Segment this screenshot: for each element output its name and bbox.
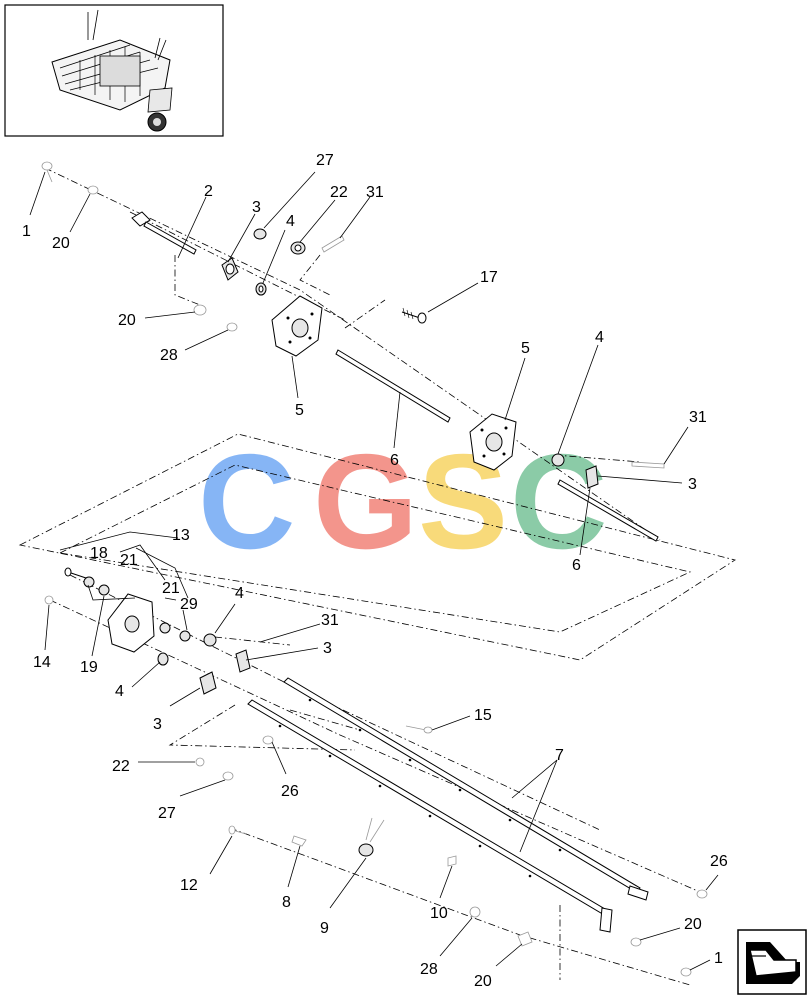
assembly-outline — [18, 254, 736, 980]
leader-lines — [29, 171, 719, 971]
bolt-1-lower[interactable] — [680, 967, 692, 977]
overview-thumbnail[interactable] — [4, 4, 224, 137]
tine-9[interactable] — [358, 817, 385, 857]
tine-clip-8[interactable] — [291, 835, 307, 847]
callout-20[interactable]: 20 — [118, 312, 136, 329]
washer-20-lower-right[interactable] — [630, 937, 642, 947]
callout-28[interactable]: 28 — [420, 961, 438, 978]
pin-31-top[interactable] — [321, 235, 345, 253]
bearing-flange-3-top[interactable] — [221, 257, 239, 281]
callout-4[interactable]: 4 — [115, 683, 124, 700]
callout-4[interactable]: 4 — [595, 329, 604, 346]
washer-19[interactable] — [98, 584, 110, 596]
nut-26-right[interactable] — [696, 889, 708, 899]
shaft-2[interactable] — [131, 211, 197, 255]
flange-3-lower-right[interactable] — [235, 649, 251, 673]
long-shaft-6[interactable] — [335, 349, 659, 542]
bearing-plate-5-right[interactable] — [469, 413, 517, 471]
callout-20[interactable]: 20 — [52, 235, 70, 252]
callout-6[interactable]: 6 — [390, 452, 399, 469]
collar-22-top[interactable] — [290, 241, 306, 255]
bearing-plate-13[interactable] — [107, 593, 155, 653]
callout-9[interactable]: 9 — [320, 920, 329, 937]
callout-21[interactable]: 21 — [120, 552, 138, 569]
callout-27[interactable]: 27 — [158, 805, 176, 822]
bearing-4-right[interactable] — [551, 453, 565, 467]
callout-31[interactable]: 31 — [366, 184, 384, 201]
callout-3[interactable]: 3 — [323, 640, 332, 657]
carriage-bolt-17[interactable] — [401, 307, 427, 324]
next-page-arrow-icon[interactable] — [737, 929, 807, 995]
flange-3-lower-left[interactable] — [199, 671, 217, 695]
callout-4[interactable]: 4 — [235, 585, 244, 602]
callout-29[interactable]: 29 — [180, 596, 198, 613]
spring-15[interactable] — [405, 725, 433, 734]
nut-29[interactable] — [179, 630, 191, 642]
callout-17[interactable]: 17 — [480, 269, 498, 286]
nut-27-lower[interactable] — [222, 771, 234, 781]
washer-21-left[interactable] — [83, 576, 95, 588]
callout-15[interactable]: 15 — [474, 707, 492, 724]
callout-31[interactable]: 31 — [321, 612, 339, 629]
callout-7[interactable]: 7 — [555, 747, 564, 764]
washer-21-right[interactable] — [159, 622, 171, 634]
callout-6[interactable]: 6 — [572, 557, 581, 574]
bearing-plate-5-left[interactable] — [271, 295, 323, 357]
callout-3[interactable]: 3 — [252, 199, 261, 216]
callout-2[interactable]: 2 — [204, 183, 213, 200]
bearing-4-top[interactable] — [255, 282, 267, 296]
pin-31-right[interactable] — [631, 461, 665, 469]
bolt-1-top[interactable] — [41, 161, 53, 183]
callout-10[interactable]: 10 — [430, 905, 448, 922]
callout-5[interactable]: 5 — [521, 340, 530, 357]
callout-19[interactable]: 19 — [80, 659, 98, 676]
callout-26[interactable]: 26 — [710, 853, 728, 870]
callout-26[interactable]: 26 — [281, 783, 299, 800]
nut-28-top[interactable] — [226, 322, 238, 332]
callout-28[interactable]: 28 — [160, 347, 178, 364]
washer-20-top[interactable] — [87, 185, 99, 195]
callout-22[interactable]: 22 — [112, 758, 130, 775]
watermark-letter-g: G — [313, 426, 418, 577]
nut-28-lower[interactable] — [469, 906, 481, 918]
callout-31[interactable]: 31 — [689, 409, 707, 426]
callout-20[interactable]: 20 — [684, 916, 702, 933]
clip-10[interactable] — [447, 855, 457, 867]
callout-4[interactable]: 4 — [286, 213, 295, 230]
bolt-12[interactable] — [228, 825, 247, 835]
baler-pickup-thumbnail-icon — [51, 9, 173, 132]
nut-26-left[interactable] — [262, 735, 274, 745]
collar-22-lower[interactable] — [195, 757, 205, 767]
callout-27[interactable]: 27 — [316, 152, 334, 169]
callout-5[interactable]: 5 — [295, 402, 304, 419]
bolt-18[interactable] — [64, 567, 87, 579]
callout-12[interactable]: 12 — [180, 877, 198, 894]
callout-21[interactable]: 21 — [162, 580, 180, 597]
callout-14[interactable]: 14 — [33, 654, 51, 671]
callout-3[interactable]: 3 — [688, 476, 697, 493]
flange-3-right[interactable] — [585, 465, 599, 489]
rake-bar-7[interactable] — [247, 677, 649, 933]
callout-1[interactable]: 1 — [22, 223, 31, 240]
callout-18[interactable]: 18 — [90, 545, 108, 562]
callout-13[interactable]: 13 — [172, 527, 190, 544]
callout-22[interactable]: 22 — [330, 184, 348, 201]
upper-shaft-assembly — [41, 161, 665, 542]
washer-20-mid[interactable] — [193, 304, 207, 316]
callout-20[interactable]: 20 — [474, 973, 492, 990]
callout-8[interactable]: 8 — [282, 894, 291, 911]
watermark: C G S C — [198, 426, 608, 577]
nut-27-top[interactable] — [253, 228, 267, 240]
callout-3[interactable]: 3 — [153, 716, 162, 733]
bearing-4-lower-left[interactable] — [157, 652, 169, 666]
lower-shaft-assembly — [44, 567, 708, 977]
washer-20-lower[interactable] — [517, 931, 533, 947]
callout-labels: 1 20 2 3 27 4 22 31 17 20 28 5 5 4 6 31 … — [22, 152, 728, 990]
bearing-4-lower[interactable] — [203, 633, 217, 647]
watermark-letter-c1: C — [198, 426, 296, 577]
bolt-14[interactable] — [44, 595, 54, 605]
callout-1[interactable]: 1 — [714, 950, 723, 967]
